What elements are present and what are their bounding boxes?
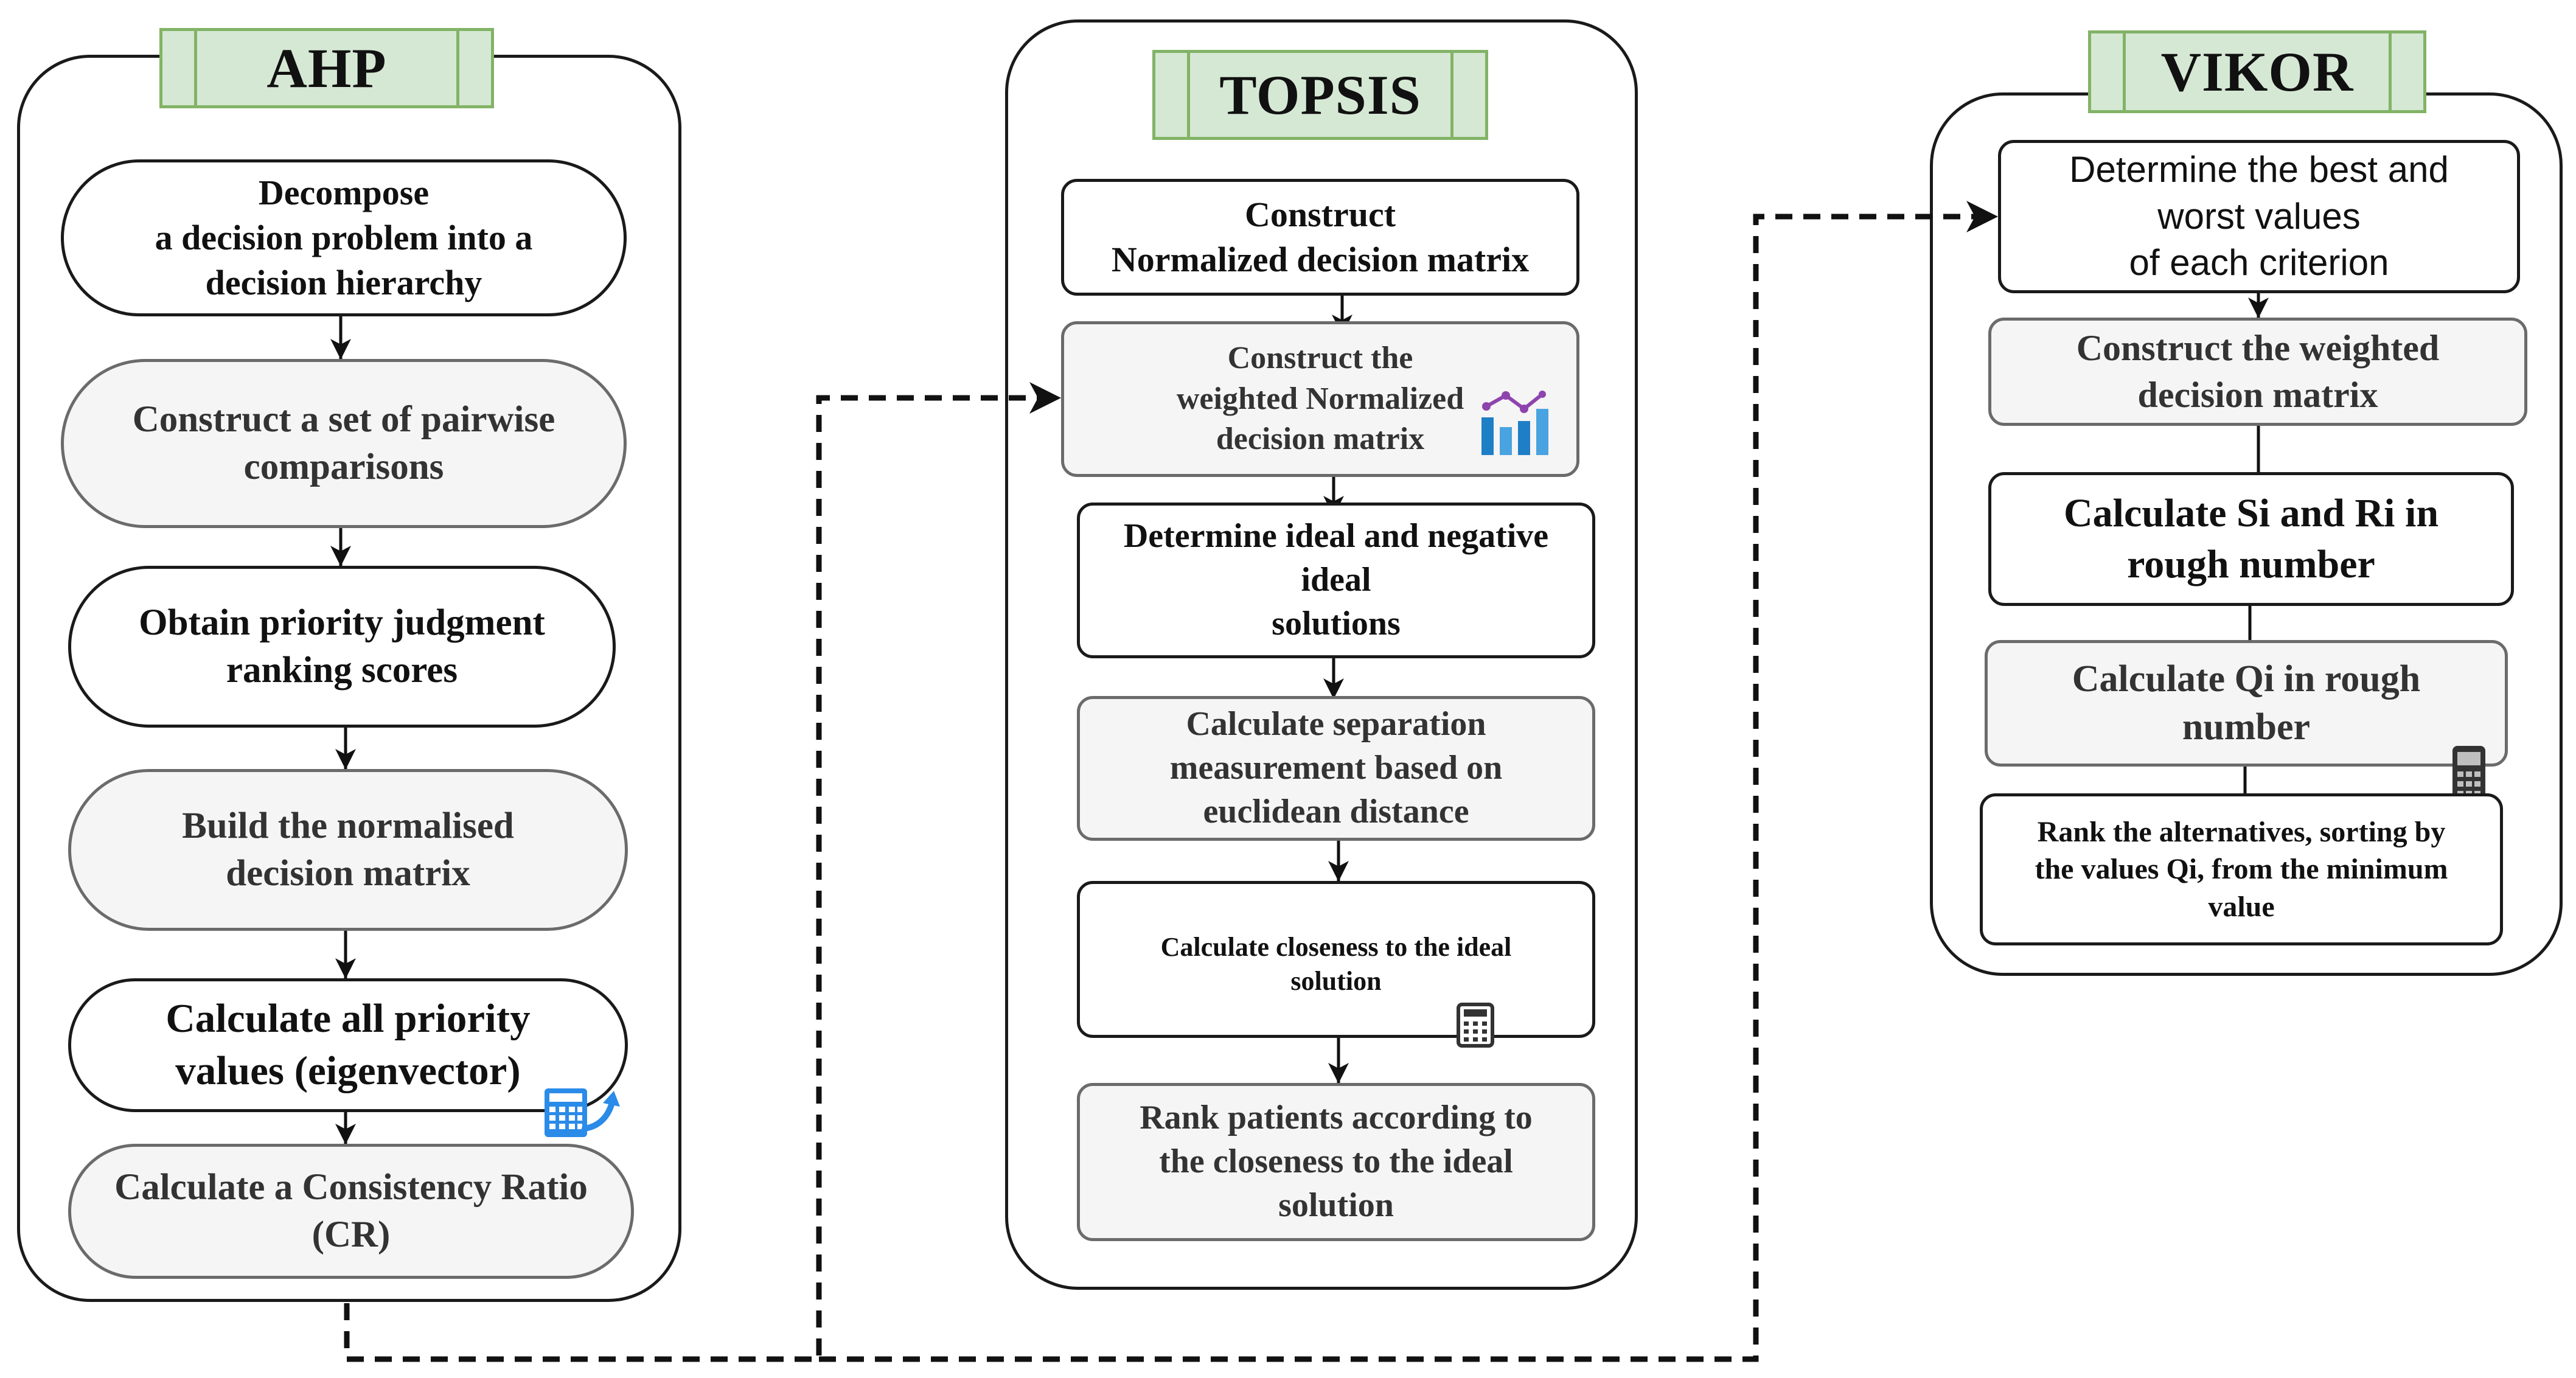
vikor-step-rank-alternatives: Rank the alternatives, sorting by the va…	[1980, 793, 2503, 945]
calculator-icon	[1456, 968, 1495, 1057]
line-bar-chart-icon	[1479, 350, 1554, 468]
calculator-icon	[542, 1030, 622, 1154]
topsis-step-closeness: Calculate closeness to the ideal solutio…	[1077, 881, 1595, 1048]
ahp-arrows	[330, 316, 356, 1144]
vikor-links	[2243, 293, 2269, 793]
ahp-step-pairwise: Construct a set of pairwise comparisons	[61, 359, 627, 528]
topsis-step-weighted-matrix-text: Construct the weighted Normalized decisi…	[1176, 341, 1464, 457]
topsis-step-closeness-text: Calculate closeness to the ideal solutio…	[1160, 932, 1512, 997]
topsis-step-ideal-solutions: Determine ideal and negative ideal solut…	[1077, 503, 1595, 658]
ahp-step-priority-values: Calculate all priority values (eigenvect…	[68, 978, 628, 1137]
topsis-step-separation: Calculate separation measurement based o…	[1077, 696, 1595, 841]
vikor-step-qi-text: Calculate Qi in rough number	[2072, 658, 2421, 748]
ahp-title: AHP	[159, 28, 494, 108]
topsis-step-rank-patients: Rank patients according to the closeness…	[1077, 1083, 1595, 1241]
ahp-step-normalised-matrix: Build the normalised decision matrix	[68, 769, 628, 931]
topsis-step-normalized-matrix: Construct Normalized decision matrix	[1061, 179, 1579, 296]
topsis-step-weighted-matrix: Construct the weighted Normalized decisi…	[1061, 321, 1579, 477]
vikor-title: VIKOR	[2088, 30, 2426, 113]
ahp-to-topsis-dashed-arrow	[344, 382, 1061, 1362]
vikor-step-qi: Calculate Qi in rough number	[1985, 640, 2508, 807]
method-transition-arrows	[344, 201, 1998, 1362]
vikor-step-si-ri: Calculate Si and Ri in rough number	[1988, 472, 2514, 606]
topsis-title: TOPSIS	[1152, 50, 1488, 140]
ahp-step-decompose: Decompose a decision problem into a deci…	[61, 159, 627, 316]
ahp-step-priority-values-text: Calculate all priority values (eigenvect…	[165, 996, 531, 1093]
topsis-to-vikor-dashed-arrow	[819, 201, 1998, 1362]
vikor-step-weighted-matrix: Construct the weighted decision matrix	[1988, 318, 2527, 426]
ahp-step-priority-judgment: Obtain priority judgment ranking scores	[68, 566, 616, 728]
ahp-step-consistency-ratio: Calculate a Consistency Ratio (CR)	[68, 1144, 634, 1279]
vikor-step-best-worst: Determine the best and worst values of e…	[1998, 140, 2520, 293]
